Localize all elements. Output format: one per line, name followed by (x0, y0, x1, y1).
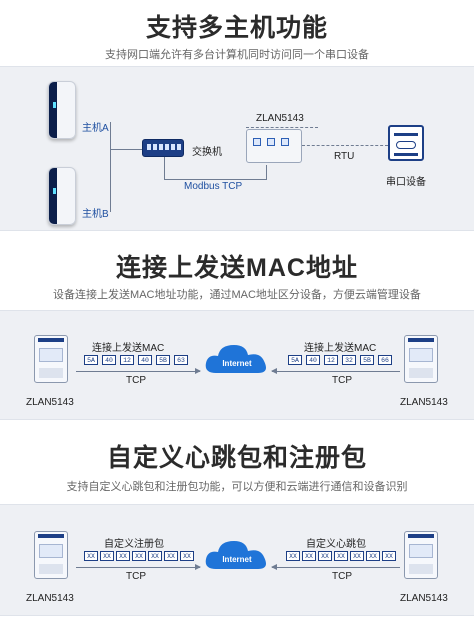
section3-title: 自定义心跳包和注册包 (106, 444, 367, 472)
section2-diagram: ZLAN5143 连接上发送MAC TCP Internet 连接上发送MAC … (0, 310, 474, 420)
right-caption-2: 自定义心跳包 (306, 539, 366, 550)
section1-subtitle: 支持网口端允许有多台计算机同时访问同一个串口设备 (105, 49, 369, 61)
heartbeat-byte-chip: XX (382, 551, 396, 561)
right-zlan-device-icon-2 (404, 531, 438, 579)
section3-subtitle: 支持自定义心跳包和注册包功能，可以方便和云端进行通信和设备识别 (66, 481, 408, 493)
left-device-label: ZLAN5143 (26, 397, 74, 408)
host-bus-line (110, 122, 111, 212)
host-to-switch-line (110, 149, 142, 150)
section1-title: 支持多主机功能 (145, 14, 328, 42)
register-byte-chip: XX (84, 551, 98, 561)
switch-icon (142, 139, 184, 157)
register-byte-chip: XX (148, 551, 162, 561)
right-arrow (271, 368, 400, 374)
section2-subtitle: 设备连接上发送MAC地址功能，通过MAC地址区分设备，方便云端管理设备 (53, 289, 421, 301)
host-a-label: 主机A (82, 123, 109, 134)
right-arrow-2 (271, 564, 400, 570)
protocol-label: Modbus TCP (184, 181, 243, 192)
left-arrow-2 (76, 564, 201, 570)
host-b-label: 主机B (82, 209, 109, 220)
internet-cloud-icon: Internet (205, 345, 266, 373)
mac-byte-chip: 12 (324, 355, 338, 365)
right-caption: 连接上发送MAC (304, 343, 377, 354)
switch-down-line (164, 157, 165, 179)
right-tcp-label: TCP (332, 375, 352, 386)
heartbeat-byte-chip: XX (366, 551, 380, 561)
mac-byte-chip: 5A (288, 355, 302, 365)
internet-label-2: Internet (222, 555, 252, 564)
heartbeat-byte-chip: XX (334, 551, 348, 561)
section2-title: 连接上发送MAC地址 (116, 254, 358, 282)
register-byte-chip: XX (132, 551, 146, 561)
heartbeat-byte-chip: XX (286, 551, 300, 561)
device-label: ZLAN5143 (256, 113, 304, 124)
left-zlan-device-icon-2 (34, 531, 68, 579)
left-device-label-2: ZLAN5143 (26, 593, 74, 604)
left-zlan-device-icon (34, 335, 68, 383)
rtu-line (302, 145, 388, 146)
internet-label: Internet (222, 359, 252, 368)
mac-byte-chip: 5B (156, 355, 170, 365)
switch-label: 交换机 (192, 147, 222, 158)
heartbeat-byte-chip: XX (350, 551, 364, 561)
rtu-label: RTU (334, 151, 355, 162)
register-byte-chip: XX (180, 551, 194, 561)
left-tcp-label: TCP (126, 375, 146, 386)
right-zlan-device-icon (404, 335, 438, 383)
mac-byte-chip: 40 (306, 355, 320, 365)
switch-to-device-line (164, 179, 266, 180)
left-caption-2: 自定义注册包 (104, 539, 164, 550)
right-tcp-label-2: TCP (332, 571, 352, 582)
mac-byte-chip: 32 (342, 355, 356, 365)
register-byte-chip: XX (100, 551, 114, 561)
device-dashed-box-top (246, 127, 318, 128)
zlan5143-device-icon (246, 129, 302, 163)
left-tcp-label-2: TCP (126, 571, 146, 582)
mac-byte-chip: 40 (102, 355, 116, 365)
mac-byte-chip: 40 (138, 355, 152, 365)
mac-byte-chip: 5B (360, 355, 374, 365)
mac-byte-chip: 5A (84, 355, 98, 365)
mac-byte-chip: 12 (120, 355, 134, 365)
heartbeat-byte-chip: XX (318, 551, 332, 561)
section3-diagram: ZLAN5143 自定义注册包 TCP Internet 自定义心跳包 TCP … (0, 504, 474, 616)
register-byte-chip: XX (164, 551, 178, 561)
section1-diagram: 主机A 主机B 交换机 Modbus TCP ZLAN5143 RTU 串口设备 (0, 66, 474, 231)
mac-byte-chip: 63 (174, 355, 188, 365)
serial-device-label: 串口设备 (386, 177, 426, 188)
left-caption: 连接上发送MAC (92, 343, 165, 354)
heartbeat-byte-chip: XX (302, 551, 316, 561)
left-arrow (76, 368, 201, 374)
internet-cloud-icon-2: Internet (205, 541, 266, 569)
right-device-label-2: ZLAN5143 (400, 593, 448, 604)
right-device-label: ZLAN5143 (400, 397, 448, 408)
serial-device-icon (388, 125, 424, 161)
host-a-computer-icon (48, 81, 76, 139)
mac-byte-chip: 66 (378, 355, 392, 365)
host-b-computer-icon (48, 167, 76, 225)
register-byte-chip: XX (116, 551, 130, 561)
device-up-line (266, 165, 267, 180)
